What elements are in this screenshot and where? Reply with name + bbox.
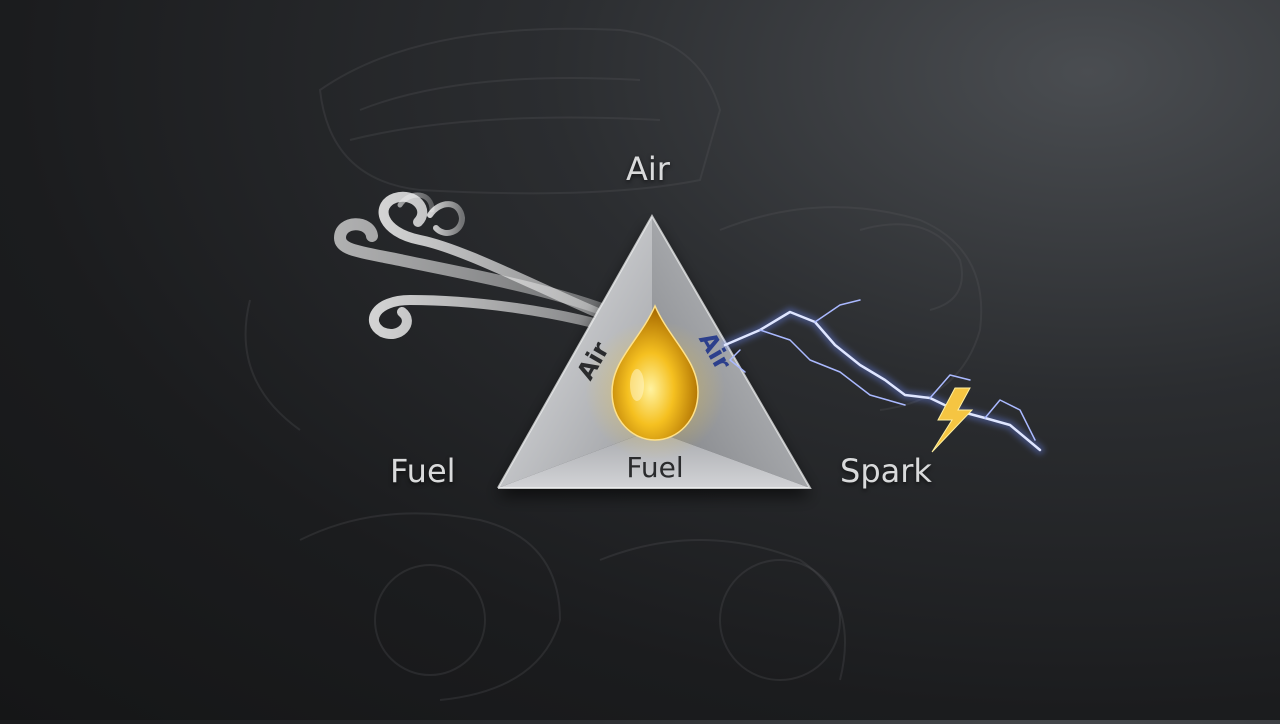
electric-arc-icon	[720, 299, 1045, 455]
wind-swirl-icon	[333, 191, 645, 340]
fuel-label: Fuel	[390, 452, 456, 490]
fuel-droplet-icon	[585, 304, 725, 460]
spark-label: Spark	[840, 452, 932, 490]
triangle-face-bottom-label: Fuel	[626, 451, 683, 484]
lightning-bolt-icon	[931, 387, 974, 453]
engine-outline-background	[244, 27, 983, 701]
air-label: Air	[626, 150, 670, 188]
